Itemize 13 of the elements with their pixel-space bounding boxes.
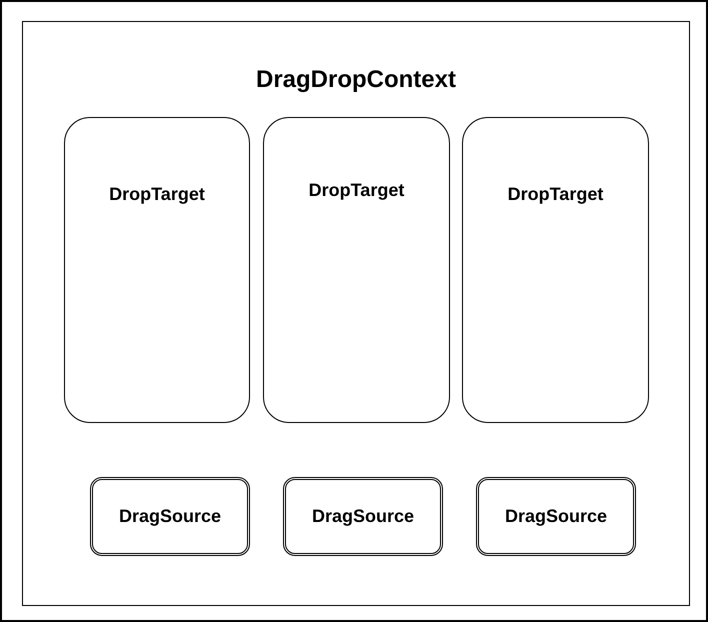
drop-target-box xyxy=(64,117,250,423)
box-label: DragSource xyxy=(504,506,608,527)
box-label: DropTarget xyxy=(506,184,604,205)
container-title: DragDropContext xyxy=(254,66,457,94)
box-label: DragSource xyxy=(312,506,414,527)
drag-source-box xyxy=(90,477,250,556)
drag-source-box xyxy=(476,477,636,556)
box-label: DropTarget xyxy=(308,180,406,201)
box-label: DragSource xyxy=(118,506,222,527)
drop-target-box xyxy=(462,117,649,423)
drop-target-box xyxy=(263,117,450,423)
drag-source-box xyxy=(283,477,443,556)
box-label: DropTarget xyxy=(108,184,206,205)
